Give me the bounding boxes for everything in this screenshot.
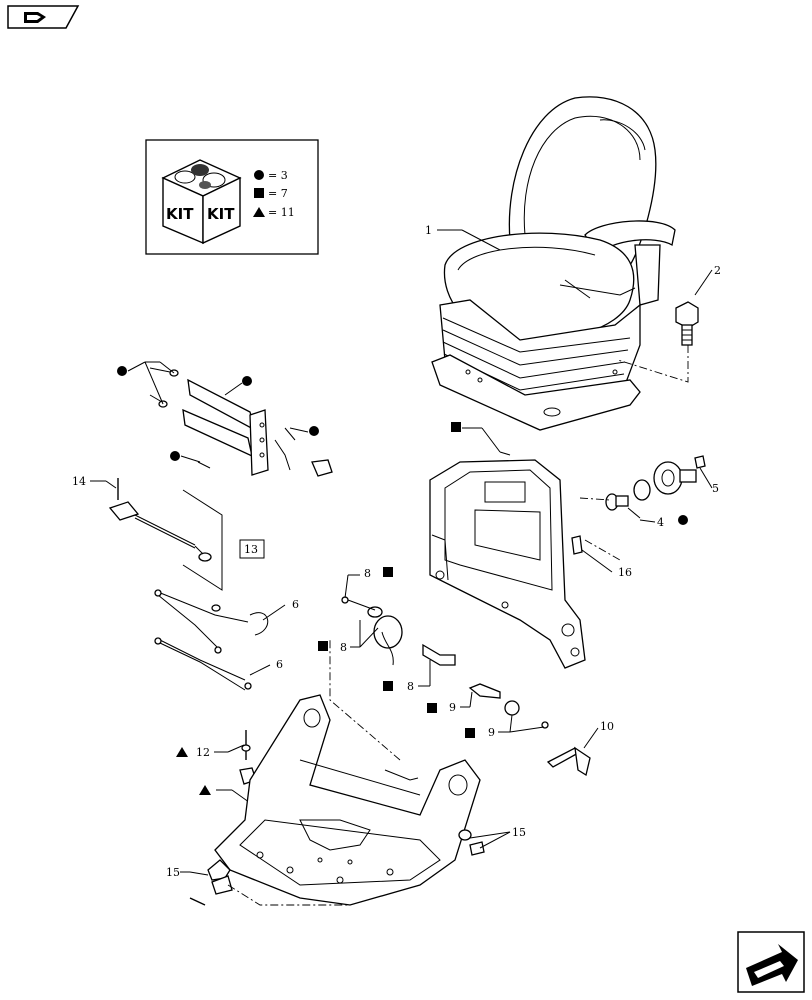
triangle-marker-icon	[199, 785, 211, 795]
cable-part-13	[108, 478, 223, 591]
circle-marker-icon	[254, 170, 264, 180]
seat-base-frame	[214, 694, 481, 906]
circle-marker-icon	[678, 515, 688, 525]
callout-8a: 8	[364, 567, 371, 580]
seat-assembly	[431, 96, 676, 431]
back-arrow-icon	[24, 12, 46, 23]
callout-9a: 9	[449, 701, 456, 714]
circle-marker-icon	[117, 366, 127, 376]
bolt-part-2	[675, 301, 699, 346]
kit-legend: KIT KIT = 3 = 7 = 11	[145, 139, 319, 255]
callout-1: 1	[425, 224, 432, 237]
circle-marker-icon	[242, 376, 252, 386]
circle-marker-icon	[309, 426, 319, 436]
forward-arrow-icon	[746, 944, 798, 986]
kit-box-icon: KIT KIT	[161, 159, 242, 245]
adjuster-parts-15	[189, 829, 485, 906]
circle-marker-icon	[170, 451, 180, 461]
bolt-parts-9	[468, 683, 549, 729]
triangle-marker-icon	[253, 207, 265, 217]
circle-quantity: = 3	[268, 169, 288, 182]
callout-8b: 8	[340, 641, 347, 654]
callout-8c: 8	[407, 680, 414, 693]
kit-word-left: KIT	[166, 205, 194, 223]
kit-word-right: KIT	[207, 205, 235, 223]
strap-group	[149, 367, 333, 477]
callout-15a: 15	[166, 866, 180, 879]
clip-part-16	[571, 535, 583, 555]
callout-2: 2	[714, 264, 721, 277]
forward-nav-button[interactable]	[737, 931, 805, 993]
callout-16: 16	[618, 566, 632, 579]
triangle-quantity: = 11	[268, 206, 295, 219]
callout-4: 4	[657, 516, 664, 529]
reference-box-13	[239, 539, 265, 559]
callout-13: 13	[244, 543, 258, 556]
square-marker-icon	[318, 641, 328, 651]
callout-12: 12	[196, 746, 210, 759]
triangle-marker-icon	[176, 747, 188, 757]
square-marker-icon	[254, 188, 264, 198]
knob-parts-4-5	[605, 455, 706, 519]
square-marker-icon	[451, 422, 461, 432]
back-nav-button[interactable]	[7, 5, 80, 29]
backrest-frame	[429, 459, 586, 669]
callout-14: 14	[72, 475, 86, 488]
harness-part-6	[154, 589, 269, 691]
callout-10: 10	[600, 720, 614, 733]
square-marker-icon	[465, 728, 475, 738]
square-quantity: = 7	[268, 187, 288, 200]
square-marker-icon	[383, 681, 393, 691]
callout-6b: 6	[276, 658, 283, 671]
spring-parts-8	[341, 596, 456, 666]
callout-9b: 9	[488, 726, 495, 739]
callout-5: 5	[712, 482, 719, 495]
callout-15b: 15	[512, 826, 526, 839]
square-marker-icon	[427, 703, 437, 713]
lever-part-10	[546, 746, 591, 777]
square-marker-icon	[383, 567, 393, 577]
callout-6a: 6	[292, 598, 299, 611]
